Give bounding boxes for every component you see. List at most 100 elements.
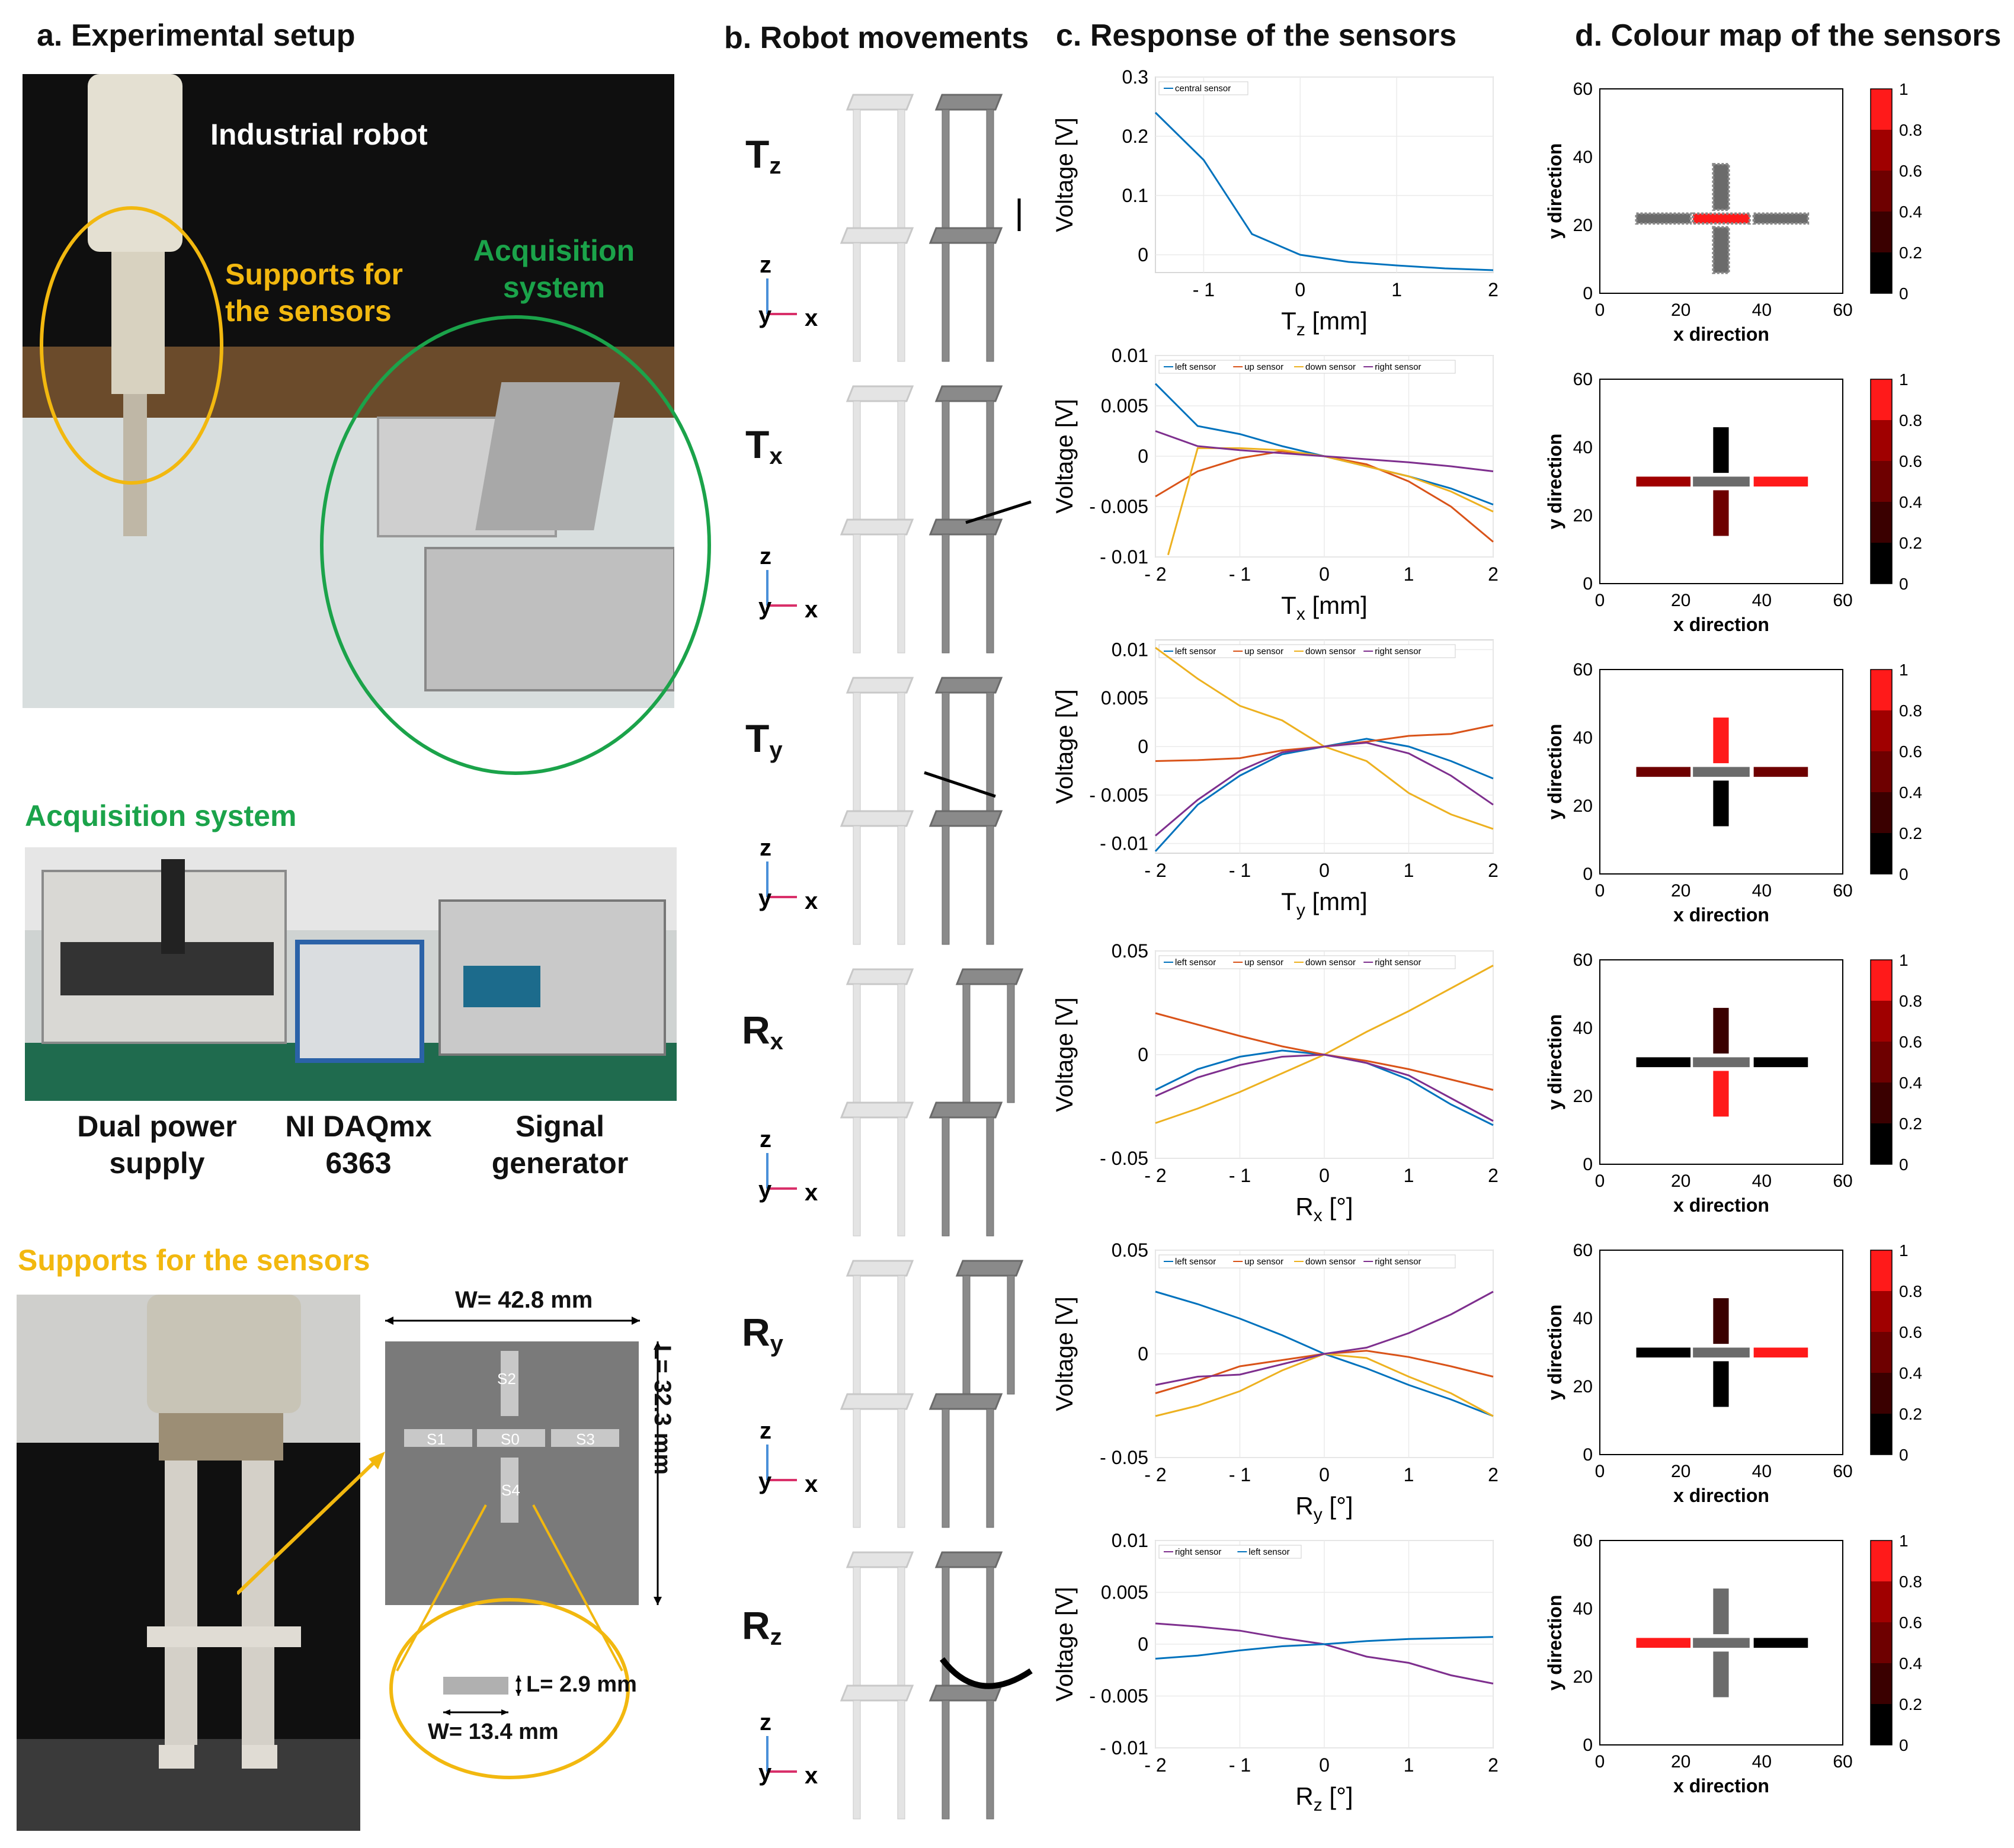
sensor-s2-label: S2 (497, 1370, 516, 1388)
y-tick-label: 0.05 (1112, 1240, 1148, 1261)
sensor-bar-center (1693, 1057, 1750, 1068)
colorbar-tick-label: 0 (1899, 1446, 1909, 1464)
x-axis-label: Ry [°] (1295, 1492, 1353, 1524)
colorbar-tick-label: 0.2 (1899, 244, 1922, 262)
motion-arrow (924, 771, 996, 798)
colorbar-frame (1870, 88, 1893, 294)
sensor-bar-center (1693, 476, 1750, 487)
x-tick-label: 60 (1833, 1171, 1852, 1191)
robot-leg (1007, 1275, 1015, 1395)
y-axis-label: Voltage [V] (1052, 399, 1078, 513)
y-tick-label: 0 (1583, 864, 1593, 884)
robot-leg (986, 825, 994, 945)
robot-leg (986, 1117, 994, 1237)
robot-leg (853, 242, 861, 362)
robot-top-plate (934, 94, 1003, 111)
sensor-bar-up (1713, 718, 1729, 764)
sensor-length-label: L= 2.9 mm (526, 1672, 637, 1697)
pointer-arrow (237, 1452, 385, 1596)
y-tick-label: - 0.01 (1100, 546, 1148, 568)
y-tick-label: 60 (1573, 950, 1593, 970)
x-tick-label: 1 (1404, 1165, 1414, 1186)
acquisition-section-title: Acquisition system (25, 799, 297, 832)
y-tick-label: 0 (1138, 244, 1148, 265)
robot-leg (897, 242, 905, 362)
robot-leg (942, 825, 950, 945)
y-axis-label: y direction (1544, 724, 1565, 820)
x-tick-label: 60 (1833, 881, 1852, 901)
y-axis-label: Voltage [V] (1052, 117, 1078, 232)
sensor-bar-up (1713, 1008, 1729, 1054)
colorbar-segment (1871, 960, 1892, 1001)
y-tick-label: 0.3 (1122, 66, 1148, 88)
y-tick-label: 40 (1573, 438, 1593, 457)
y-tick-label: 0 (1583, 1155, 1593, 1174)
sensor-bar-up (1712, 163, 1730, 212)
x-tick-label: 0 (1595, 1752, 1605, 1772)
colorbar-tick-label: 0.8 (1899, 992, 1922, 1010)
legend-entry: down sensor (1305, 957, 1356, 968)
colorbar-segment (1871, 1540, 1892, 1581)
x-tick-label: 0 (1319, 1165, 1330, 1186)
acquisition-ellipse (320, 315, 711, 775)
sensor-bar-right (1753, 1347, 1808, 1358)
x-axis-label: x direction (1673, 614, 1769, 635)
x-tick-label: - 1 (1193, 279, 1215, 300)
sensor-bar-down (1713, 1361, 1729, 1407)
robot-leg (986, 534, 994, 654)
legend-entry: right sensor (1175, 1547, 1221, 1557)
y-axis-label: y (758, 1468, 772, 1494)
sensor-bar-down (1713, 490, 1729, 536)
y-tick-label: 20 (1573, 1667, 1593, 1687)
robot-leg (897, 825, 905, 945)
x-tick-label: 0 (1319, 1754, 1330, 1776)
series-line-right-sensor (1155, 1290, 1494, 1386)
y-tick-label: 0.2 (1122, 126, 1148, 147)
y-axis-label: y direction (1544, 434, 1565, 530)
z-axis-label: z (760, 1126, 771, 1152)
legend-entry: left sensor (1175, 362, 1216, 372)
supports-section-title: Supports for the sensors (18, 1244, 370, 1277)
x-axis-label: Tx [mm] (1281, 591, 1368, 624)
x-tick-label: 1 (1404, 860, 1414, 881)
y-axis-label: y direction (1544, 143, 1565, 239)
robot-top-plate (955, 968, 1024, 985)
y-tick-label: 0 (1583, 284, 1593, 303)
robot-top-plate (934, 1551, 1003, 1568)
device-label-generator: Signal generator (491, 1110, 629, 1180)
x-tick-label: 1 (1404, 563, 1414, 585)
robot-mid-plate (840, 1101, 914, 1119)
acquisition-illustration (25, 847, 677, 1101)
supports-ellipse (40, 206, 223, 485)
y-tick-label: 0.005 (1101, 395, 1148, 417)
panel-c-title: c. Response of the sensors (1056, 18, 1457, 53)
colorbar-tick-label: 0.8 (1899, 121, 1922, 139)
series-line-left-sensor (1155, 1636, 1494, 1660)
legend-entry: right sensor (1375, 1257, 1421, 1267)
colorbar-segment (1871, 751, 1892, 792)
robot-leg (897, 1408, 905, 1528)
robot-top-plate (846, 968, 914, 985)
x-tick-label: 60 (1833, 1462, 1852, 1481)
colorbar-tick-label: 0.8 (1899, 1572, 1922, 1591)
robot-mid-plate (928, 1393, 1003, 1410)
x-axis-label: x direction (1673, 324, 1769, 345)
y-tick-label: 0.01 (1112, 345, 1148, 366)
panel-a-title: a. Experimental setup (37, 18, 356, 53)
y-tick-label: 0.01 (1112, 1530, 1148, 1551)
sensor-bar-down (1712, 226, 1730, 274)
sensor-bar-down (1713, 1651, 1729, 1698)
x-tick-label: - 2 (1144, 1754, 1166, 1776)
y-tick-label: 60 (1573, 1241, 1593, 1260)
sensor-bar-left (1636, 1638, 1691, 1648)
x-tick-label: 0 (1595, 591, 1605, 610)
sensor-s4 (501, 1458, 518, 1523)
